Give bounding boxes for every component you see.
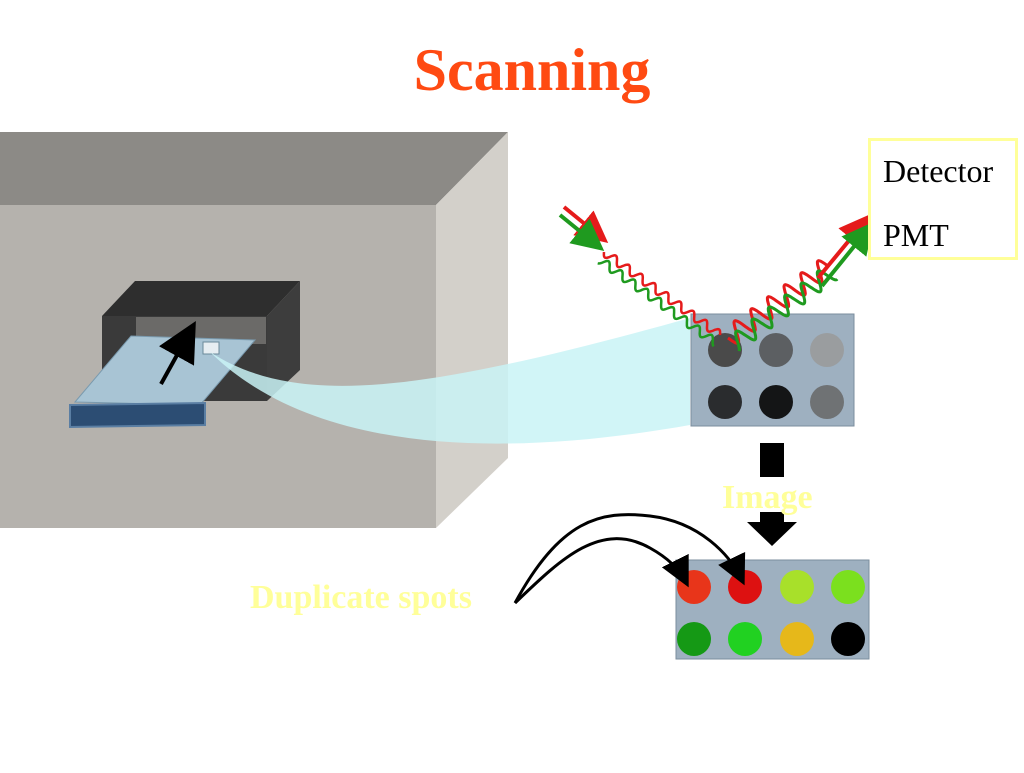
image-conversion-arrow xyxy=(747,443,797,546)
emission-green-arrow xyxy=(820,221,875,288)
arrow-head xyxy=(747,522,797,546)
scanned-spot xyxy=(759,385,793,419)
result-spot xyxy=(780,622,814,656)
page-title: Scanning xyxy=(413,37,651,103)
scanned-spot xyxy=(759,333,793,367)
duplicate-arrow-2 xyxy=(513,513,746,604)
duplicate-pointers xyxy=(513,513,746,605)
arrow-shaft-lower xyxy=(760,512,784,522)
scanned-spot xyxy=(708,385,742,419)
result-spot xyxy=(728,622,762,656)
duplicate-arrow-1 xyxy=(513,537,689,605)
microarray-slide xyxy=(69,321,257,429)
incoming-wave-red xyxy=(602,251,722,336)
detector-box: Detector PMT xyxy=(868,138,1018,260)
emission-red-arrow xyxy=(816,213,872,280)
laser-green-arrow xyxy=(558,213,605,252)
result-spot xyxy=(780,570,814,604)
slide-spot-area xyxy=(202,341,220,355)
zoom-beam xyxy=(210,318,690,444)
result-spot xyxy=(831,570,865,604)
result-spot xyxy=(831,622,865,656)
image-label: Image xyxy=(722,479,813,516)
slide-direction-arrow xyxy=(159,321,196,385)
slot-top xyxy=(102,281,300,316)
incoming-wave-green xyxy=(597,259,715,348)
result-spot xyxy=(677,622,711,656)
scanned-spot xyxy=(810,333,844,367)
duplicate-spots-label: Duplicate spots xyxy=(250,579,472,616)
laser-excitation xyxy=(558,205,875,352)
arrow-shaft xyxy=(760,443,784,477)
pmt-label: PMT xyxy=(883,217,949,253)
emitted-wave-red xyxy=(727,259,829,345)
result-spot xyxy=(728,570,762,604)
scanned-array-block xyxy=(690,313,855,427)
scanned-spot xyxy=(810,385,844,419)
scanner-top-face xyxy=(0,132,508,205)
result-array-block xyxy=(675,559,870,660)
emitted-wave-green xyxy=(734,269,839,352)
slot-side xyxy=(267,281,300,401)
detector-label: Detector xyxy=(883,153,994,189)
slide-label-strip xyxy=(69,401,206,429)
